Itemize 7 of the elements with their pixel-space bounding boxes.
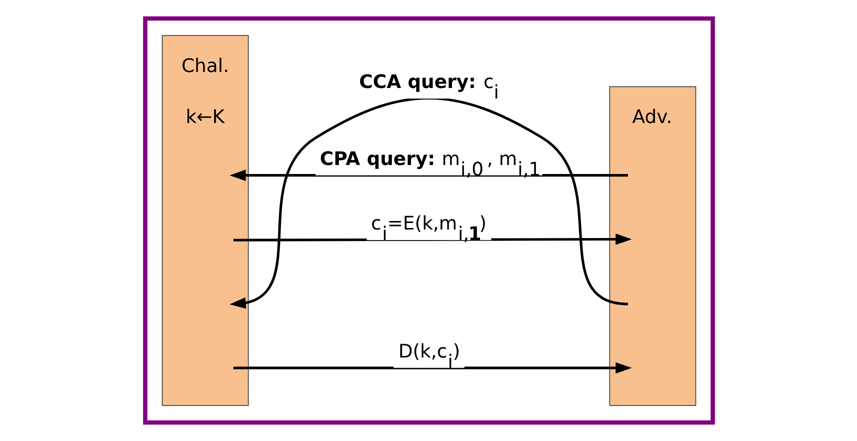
arrow <box>229 97 628 309</box>
node-box: Chal. k←K <box>161 35 248 406</box>
arrow <box>229 170 628 182</box>
arrow <box>232 362 632 374</box>
cluster <box>142 16 714 425</box>
arrow <box>232 234 632 245</box>
node-box: Adv. <box>608 86 696 406</box>
